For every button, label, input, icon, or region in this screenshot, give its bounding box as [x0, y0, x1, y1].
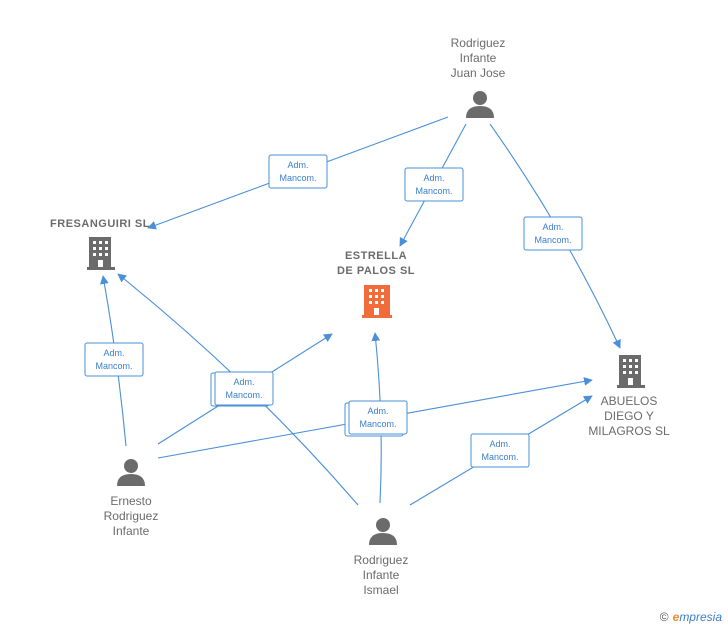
node-label-line: DIEGO Y	[604, 409, 654, 423]
person-icon	[466, 91, 494, 118]
person-icon	[117, 459, 145, 486]
building-icon	[362, 285, 392, 318]
relation-labels-layer: Adm. Mancom. Adm. Mancom. Adm. Mancom. A…	[84, 154, 583, 468]
brand-watermark: ©empresia	[660, 610, 722, 624]
node-person-ernesto[interactable]: Ernesto Rodriguez Infante	[104, 459, 159, 538]
relation-label-line2: Mancom.	[225, 390, 262, 400]
building-icon	[87, 237, 115, 270]
relation-label-box[interactable]: Adm. Mancom.	[268, 154, 328, 189]
node-label-line: Infante	[113, 524, 150, 538]
brand-logo-initial: e	[672, 610, 680, 624]
node-label-line: Ernesto	[110, 494, 152, 508]
node-label-line: FRESANGUIRI SL	[50, 218, 150, 230]
relation-label-box[interactable]: Adm. Mancom.	[404, 167, 464, 202]
building-icon	[617, 355, 645, 388]
relation-label-line1: Adm.	[542, 222, 563, 232]
node-person-ismael[interactable]: Rodriguez Infante Ismael	[354, 518, 409, 597]
relation-label-box[interactable]: Adm. Mancom.	[214, 371, 274, 406]
relation-label-line1: Adm.	[489, 439, 510, 449]
node-label-line: Ismael	[363, 583, 398, 597]
relation-label-line2: Mancom.	[481, 452, 518, 462]
node-label-line: DE PALOS SL	[337, 265, 415, 277]
relation-label-line2: Mancom.	[359, 419, 396, 429]
copyright-symbol: ©	[659, 610, 669, 624]
node-label-line: Rodriguez	[104, 509, 159, 523]
relation-label-box[interactable]: Adm. Mancom.	[470, 433, 530, 468]
node-label-line: Infante	[363, 568, 400, 582]
node-label-line: ABUELOS	[601, 394, 658, 408]
relation-label-line1: Adm.	[423, 173, 444, 183]
node-company-abuelos[interactable]: ABUELOS DIEGO Y MILAGROS SL	[588, 355, 670, 438]
relation-label-line2: Mancom.	[95, 361, 132, 371]
relation-label-line1: Adm.	[233, 377, 254, 387]
brand-name: mpresia	[679, 610, 722, 624]
relation-label-line1: Adm.	[103, 348, 124, 358]
node-label-line: Infante	[460, 51, 497, 65]
node-label-line: Rodriguez	[354, 553, 409, 567]
relation-label-line1: Adm.	[367, 406, 388, 416]
relation-label-line1: Adm.	[287, 160, 308, 170]
person-icon	[369, 518, 397, 545]
node-person-juan-jose[interactable]: Rodriguez Infante Juan Jose	[451, 36, 506, 118]
relation-label-box[interactable]: Adm. Mancom.	[348, 400, 408, 435]
node-label-line: MILAGROS SL	[588, 424, 670, 438]
relation-label-line2: Mancom.	[279, 173, 316, 183]
relation-label-box[interactable]: Adm. Mancom.	[523, 216, 583, 251]
node-label-line: Juan Jose	[451, 66, 506, 80]
edges-layer	[100, 116, 621, 506]
relation-label-box[interactable]: Adm. Mancom.	[84, 342, 144, 377]
node-company-estrella[interactable]: ESTRELLA DE PALOS SL	[337, 250, 415, 318]
relation-label-line2: Mancom.	[534, 235, 571, 245]
node-label-line: ESTRELLA	[345, 250, 407, 262]
node-label-line: Rodriguez	[451, 36, 506, 50]
relation-label-line2: Mancom.	[415, 186, 452, 196]
node-company-fresanguiri[interactable]: FRESANGUIRI SL	[50, 218, 150, 270]
